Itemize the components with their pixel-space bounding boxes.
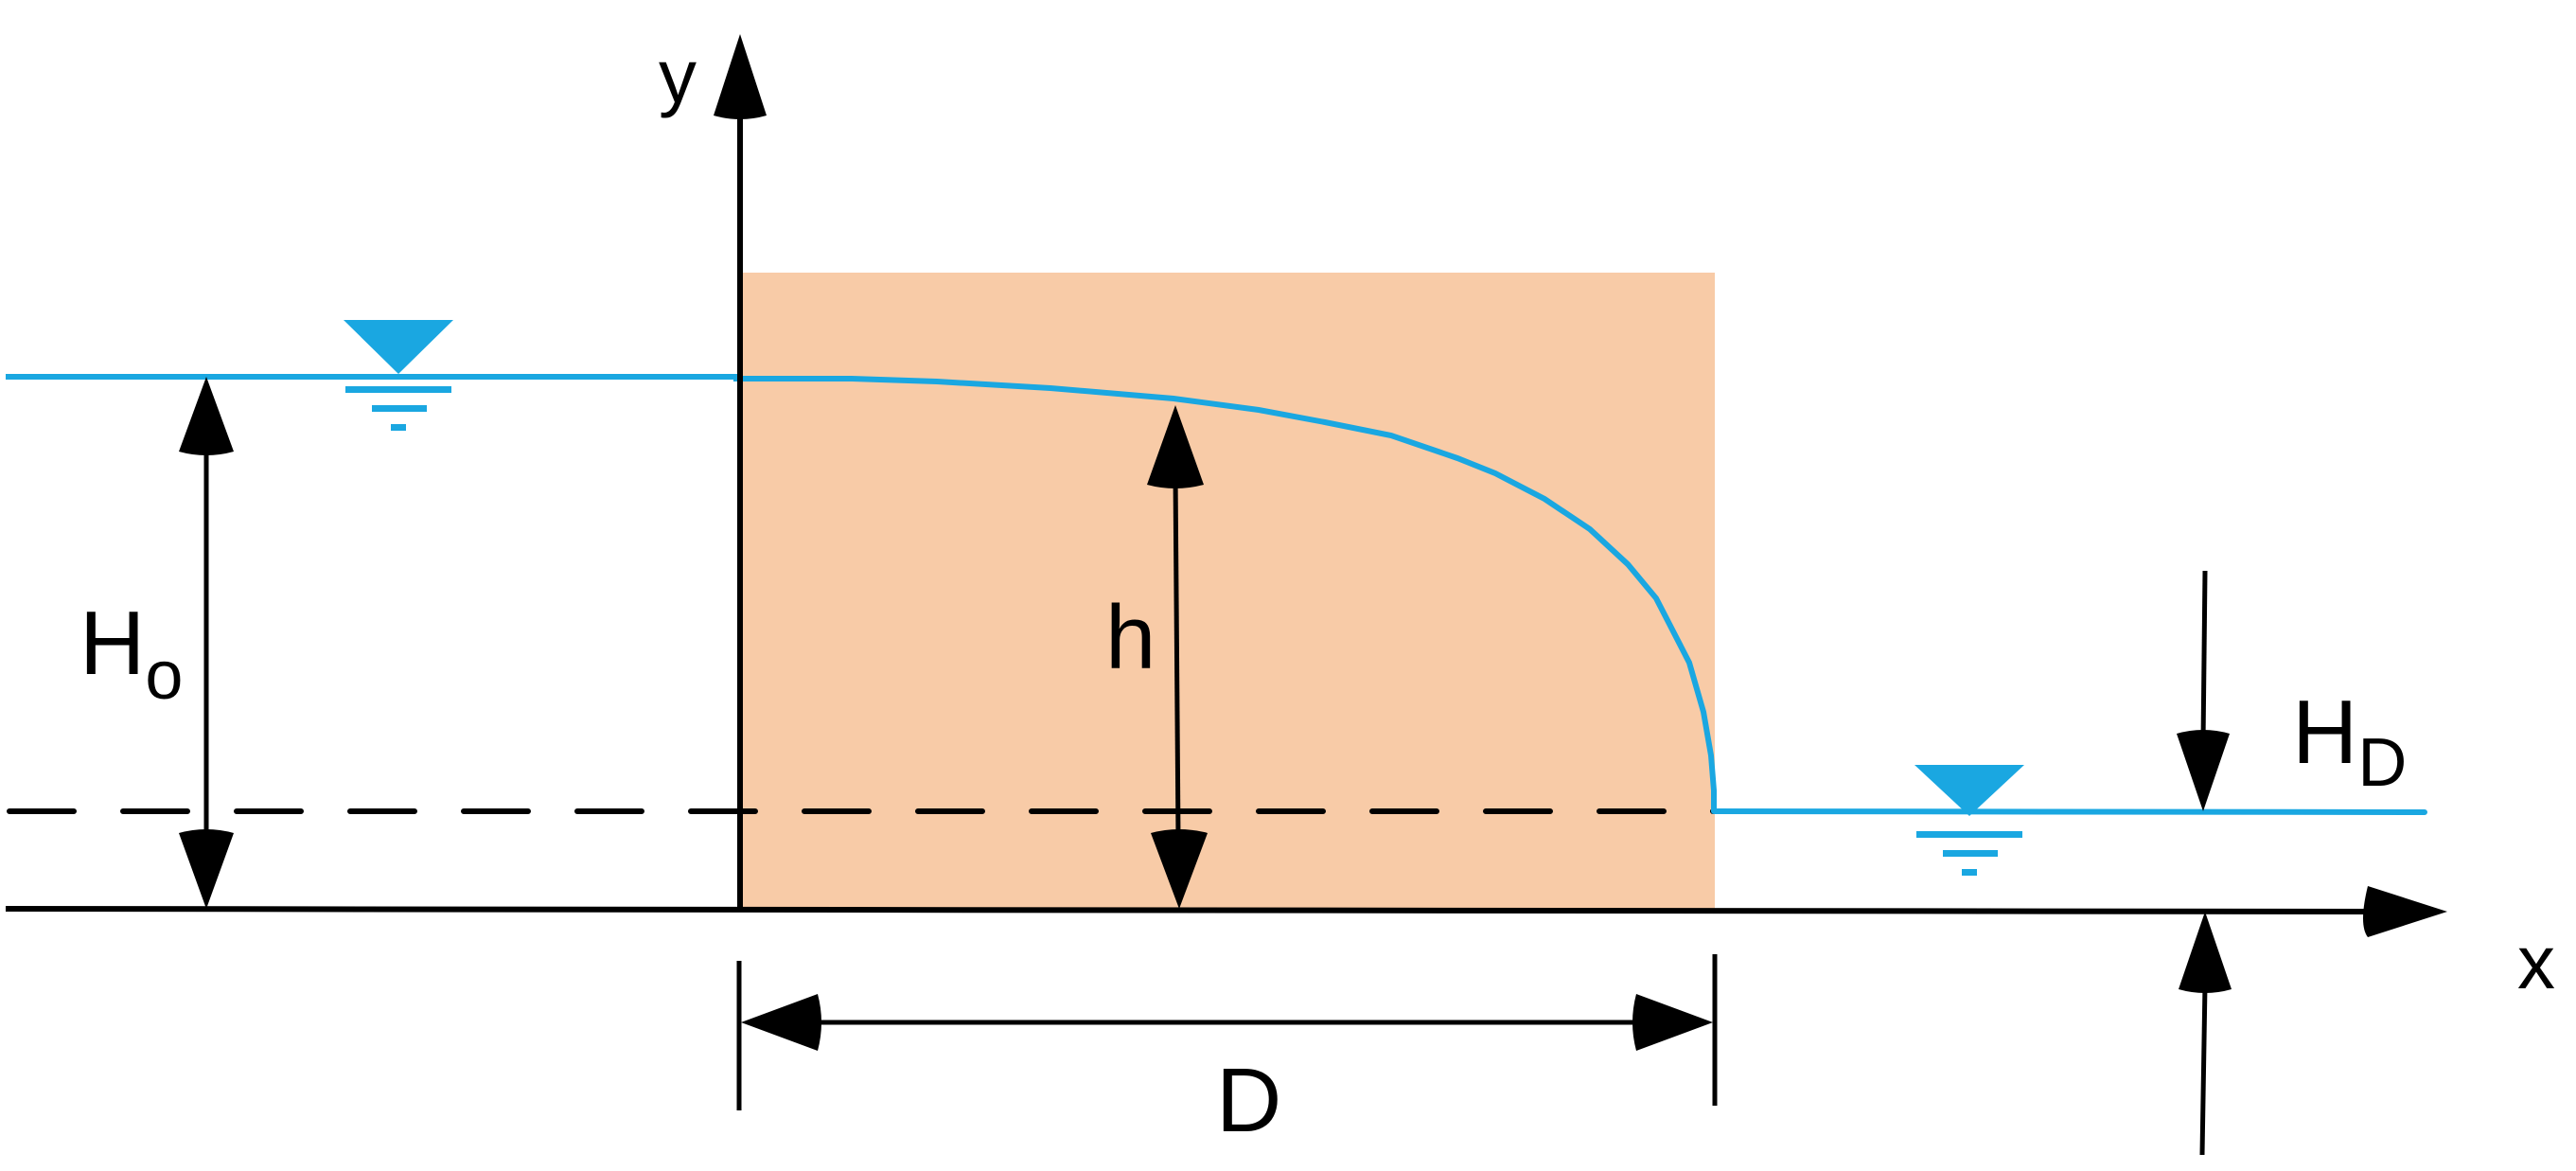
water-surface-triangle-icon <box>344 320 453 431</box>
x-axis-arrowhead <box>2363 886 2447 937</box>
h0-label: Ho <box>79 593 183 714</box>
hd-dimension-arrows <box>2177 570 2232 1156</box>
phreatic-surface-curve <box>733 376 1717 811</box>
d-dimension-arrow <box>736 954 1718 1110</box>
embankment-block <box>740 273 1715 909</box>
hd-label: HD <box>2292 682 2407 801</box>
water-surface-triangle-icon <box>1914 765 2024 876</box>
y-axis-arrowhead <box>714 34 767 119</box>
x-axis-line <box>5 906 2376 914</box>
y-axis-label: y <box>659 34 697 118</box>
h-dimension-arrow <box>1147 405 1208 909</box>
downstream-water-line <box>1711 808 2427 815</box>
h0-dimension-arrow <box>179 377 234 909</box>
d-label: D <box>1216 1050 1281 1151</box>
x-axis-label: x <box>2517 920 2555 1004</box>
h-label: h <box>1105 587 1156 688</box>
